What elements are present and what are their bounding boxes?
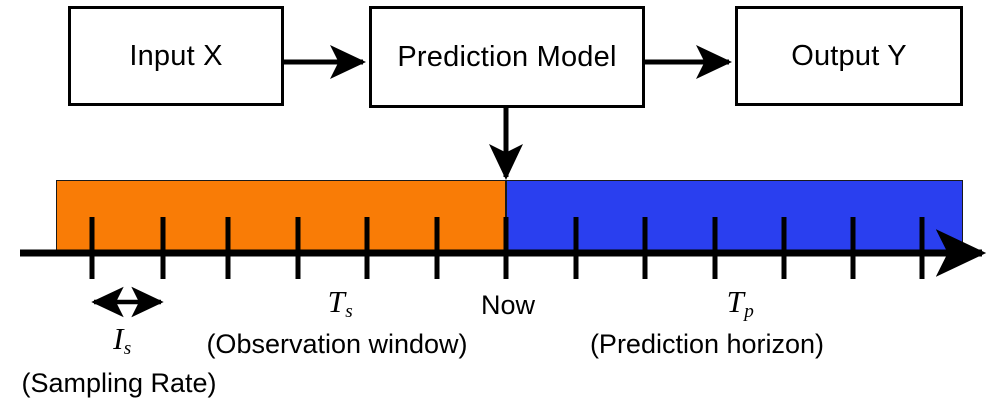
- sampling-rate-symbol-base: I: [113, 321, 124, 356]
- observation-window-symbol-sub: s: [345, 301, 353, 323]
- observation-window-caption: (Observation window): [206, 329, 468, 359]
- sampling-rate-caption: (Sampling Rate): [21, 368, 217, 398]
- flow-box-input-label: Input X: [129, 39, 223, 72]
- prediction-horizon-symbol-base: T: [726, 284, 744, 319]
- now-marker-label: Now: [480, 290, 536, 320]
- flow-box-prediction-model: Prediction Model: [369, 6, 645, 108]
- observation-window-symbol-base: T: [327, 284, 345, 319]
- prediction-horizon-caption: (Prediction horizon): [589, 329, 825, 359]
- observation-window-band: [56, 180, 506, 254]
- prediction-horizon-ticks: [573, 217, 925, 279]
- observation-window-ticks: [89, 217, 509, 279]
- sampling-rate-symbol-sub: s: [123, 338, 132, 360]
- prediction-horizon-symbol-sub: p: [744, 301, 754, 323]
- observation-window-symbol: Ts: [327, 284, 353, 321]
- prediction-horizon-symbol: Tp: [726, 284, 754, 321]
- flow-box-input: Input X: [68, 6, 284, 106]
- sampling-rate-symbol: Is: [113, 321, 131, 358]
- flow-box-output: Output Y: [735, 6, 963, 106]
- flow-box-output-label: Output Y: [791, 39, 907, 72]
- flow-box-prediction-model-label: Prediction Model: [397, 40, 617, 73]
